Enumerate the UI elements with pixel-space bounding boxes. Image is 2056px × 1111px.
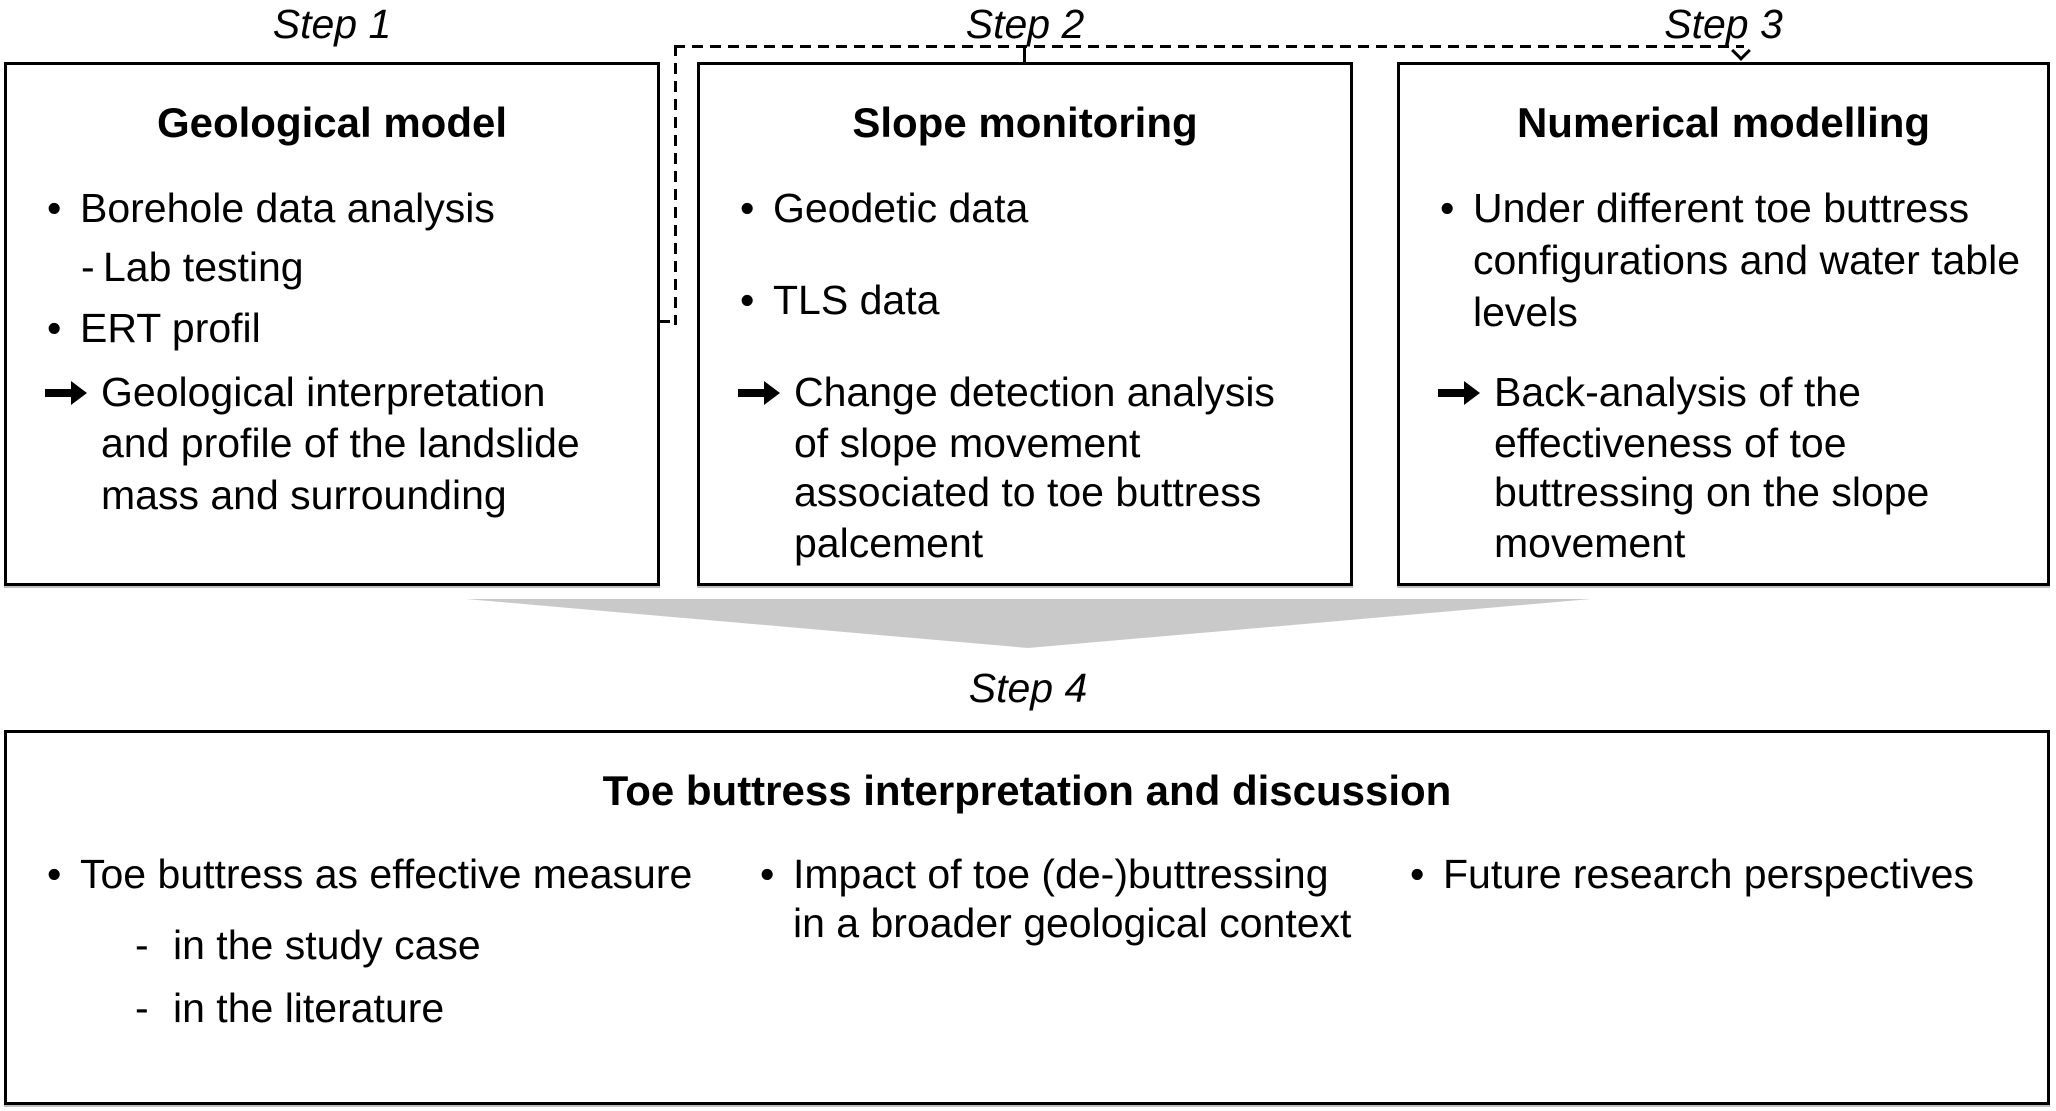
item-text: configurations and water table: [1473, 237, 2021, 283]
step2-box: Slope monitoring • Geodetic data • TLS dat…: [697, 62, 1353, 586]
dashed-connector-horizontal: [674, 45, 1744, 48]
item-text: Geological interpretation: [101, 369, 546, 415]
list-subitem: -in the literature: [135, 984, 444, 1032]
item-text: associated to toe buttress: [794, 469, 1262, 515]
step1-title: Geological model: [156, 99, 508, 146]
dashed-connector-stub: [659, 320, 677, 323]
step2-label: Step 2: [965, 1, 1085, 47]
list-item: • Under different toe buttress: [1440, 184, 1969, 232]
right-arrow-icon: [738, 381, 780, 405]
item-text: and profile of the landslide: [101, 420, 580, 466]
arrow-item-continuation: movement: [1494, 519, 1685, 567]
arrow-item-continuation: associated to toe buttress: [794, 468, 1261, 516]
list-item: • Toe buttress as effective measure: [47, 850, 692, 898]
step4-title: Toe buttress interpretation and discussi…: [602, 767, 1452, 814]
bullet-icon: •: [47, 851, 62, 897]
connector-tick-step2: [1023, 45, 1026, 63]
dash-icon: -: [81, 244, 95, 290]
list-item: • Geodetic data: [740, 184, 1028, 232]
item-text: ERT profil: [80, 305, 261, 351]
arrow-item: Change detection analysis: [738, 368, 1275, 416]
list-item: • Future research perspectives: [1410, 850, 1974, 898]
item-text: in the literature: [173, 985, 445, 1031]
list-item-continuation: in a broader geological context: [793, 899, 1351, 947]
item-text: Future research perspectives: [1443, 851, 1974, 897]
step3-title: Numerical modelling: [1516, 99, 1931, 146]
bullet-icon: •: [1410, 851, 1425, 897]
item-text: Geodetic data: [773, 185, 1029, 231]
item-text: of slope movement: [794, 420, 1141, 466]
arrow-item-continuation: buttressing on the slope: [1494, 468, 1929, 516]
step2-title: Slope monitoring: [852, 99, 1198, 146]
arrow-item-continuation: effectiveness of toe: [1494, 419, 1847, 467]
right-arrow-icon: [45, 381, 87, 405]
bullet-icon: •: [1440, 185, 1455, 231]
item-text: movement: [1494, 520, 1686, 566]
item-text: in the study case: [173, 922, 481, 968]
list-item-continuation: levels: [1473, 288, 1578, 336]
arrow-item: Back-analysis of the: [1438, 368, 1861, 416]
step4-box: Toe buttress interpretation and discussi…: [4, 730, 2050, 1105]
list-item: • Impact of toe (de-)buttressing: [760, 850, 1329, 898]
dashed-connector-vertical: [674, 45, 677, 325]
item-text: mass and surrounding: [101, 472, 507, 518]
item-text: levels: [1473, 289, 1578, 335]
item-text: buttressing on the slope: [1494, 469, 1930, 515]
item-text: Toe buttress as effective measure: [80, 851, 693, 897]
dash-icon: -: [135, 985, 149, 1031]
step3-box: Numerical modelling • Under different toe…: [1397, 62, 2050, 586]
right-arrow-icon: [1438, 381, 1480, 405]
merge-arrow-icon: [466, 599, 1591, 648]
item-text: effectiveness of toe: [1494, 420, 1847, 466]
bullet-icon: •: [47, 305, 62, 351]
list-item: • ERT profil: [47, 304, 261, 352]
dash-icon: -: [135, 922, 149, 968]
arrow-item-continuation: of slope movement: [794, 419, 1140, 467]
step4-label: Step 4: [968, 665, 1088, 711]
bullet-icon: •: [740, 277, 755, 323]
list-subitem: -in the study case: [135, 921, 481, 969]
item-text: Impact of toe (de-)buttressing: [793, 851, 1329, 897]
list-item: • TLS data: [740, 276, 939, 324]
step1-label: Step 1: [272, 1, 392, 47]
item-text: TLS data: [773, 277, 940, 323]
item-text: Change detection analysis: [794, 369, 1275, 415]
arrow-item-continuation: and profile of the landslide: [101, 419, 580, 467]
bullet-icon: •: [47, 185, 62, 231]
list-item-continuation: configurations and water table: [1473, 236, 2020, 284]
step3-label: Step 3: [1664, 1, 1783, 47]
list-subitem: -Lab testing: [81, 243, 304, 291]
arrow-item: Geological interpretation: [45, 368, 545, 416]
step1-box: Geological model • Borehole data analysis…: [4, 62, 660, 586]
bullet-icon: •: [760, 851, 775, 897]
arrow-item-continuation: palcement: [794, 519, 983, 567]
item-text: Under different toe buttress: [1473, 185, 1970, 231]
item-text: Borehole data analysis: [80, 185, 495, 231]
item-text: Lab testing: [103, 244, 304, 290]
arrow-item-continuation: mass and surrounding: [101, 471, 507, 519]
item-text: Back-analysis of the: [1494, 369, 1861, 415]
item-text: in a broader geological context: [793, 900, 1352, 946]
bullet-icon: •: [740, 185, 755, 231]
item-text: palcement: [794, 520, 984, 566]
list-item: • Borehole data analysis: [47, 184, 495, 232]
